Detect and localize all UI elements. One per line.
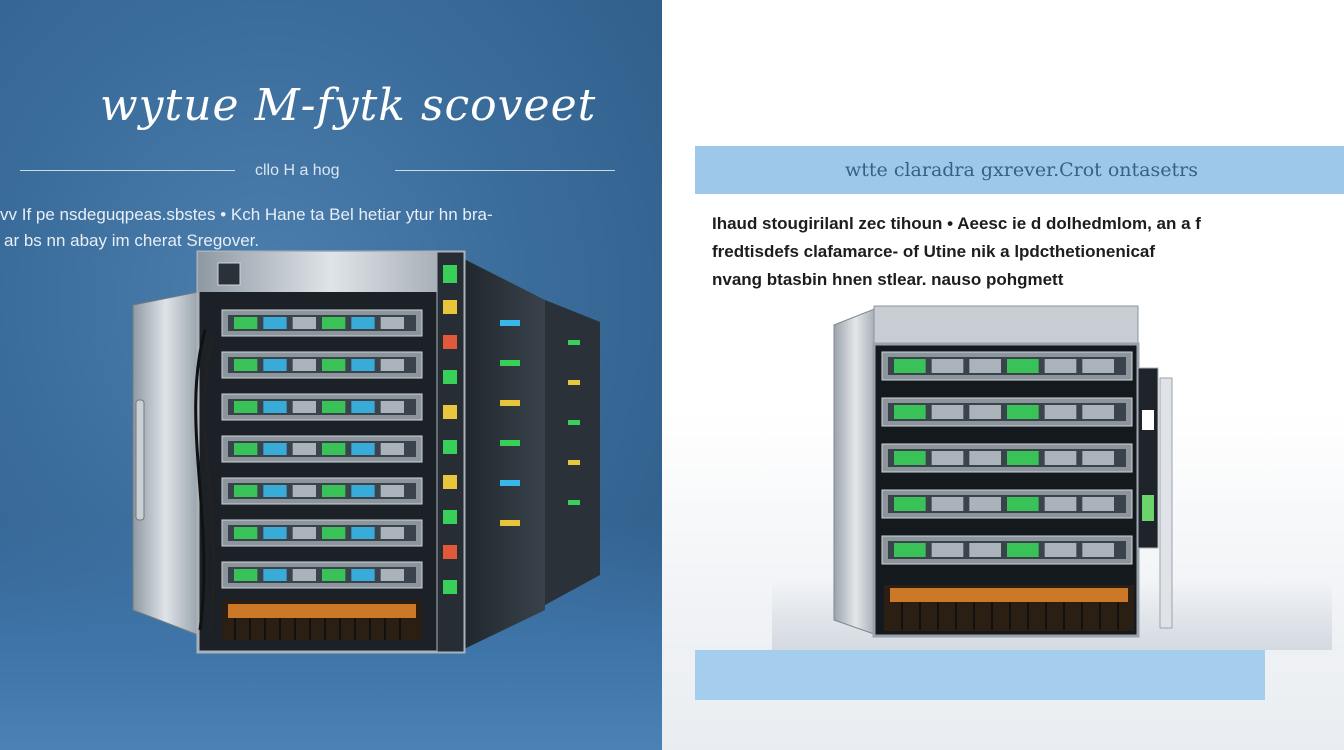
right-info-panel: wtte claradra gxrever.Crot ontasetrs Iha… — [662, 0, 1344, 750]
hero-subtitle: cllo H a hog — [255, 162, 340, 179]
hero-description: vv If pe nsdeguqpeas.sbstes • Kch Hane t… — [0, 202, 640, 254]
left-hero-panel: wytue M-fytk scoveet cllo H a hog vv If … — [0, 0, 662, 750]
info-description: Ihaud stougirilanl zec tihoun • Aeesc ie… — [712, 210, 1344, 294]
server-rack-small-icon — [833, 305, 1173, 638]
hero-description-line: vv If pe nsdeguqpeas.sbstes • Kch Hane t… — [0, 205, 493, 224]
info-banner: wtte claradra gxrever.Crot ontasetrs — [695, 146, 1344, 194]
info-description-line: fredtisdefs clafamarce- of Utine nik a l… — [712, 242, 1156, 261]
hero-title: wytue M-fytk scoveet — [100, 80, 597, 131]
server-rack-large-icon — [132, 250, 600, 654]
info-description-line: Ihaud stougirilanl zec tihoun • Aeesc ie… — [712, 214, 1201, 233]
hero-description-line: ar bs nn abay im cherat Sregover. — [4, 231, 260, 250]
divider-left — [20, 170, 235, 171]
info-description-line: nvang btasbin hnen stlear. nauso pohgmet… — [712, 270, 1064, 289]
bottom-bar — [695, 650, 1265, 700]
divider-right — [395, 170, 615, 171]
info-banner-text: wtte claradra gxrever.Crot ontasetrs — [845, 159, 1198, 181]
